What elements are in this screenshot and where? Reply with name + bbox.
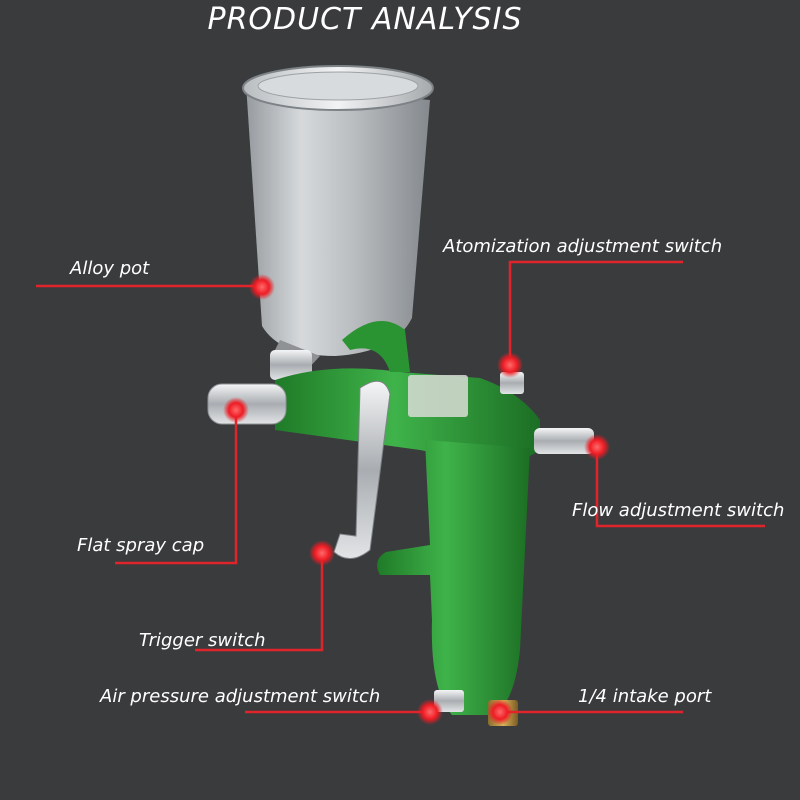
callout-dot-alloy-pot xyxy=(249,274,275,300)
callout-label-air-pressure: Air pressure adjustment switch xyxy=(100,686,381,707)
callout-label-flow: Flow adjustment switch xyxy=(572,500,785,521)
callout-label-atomization: Atomization adjustment switch xyxy=(443,236,723,257)
gun-body-illustration xyxy=(275,321,540,715)
callout-label-alloy-pot: Alloy pot xyxy=(70,258,150,279)
callout-line-trigger xyxy=(195,553,324,652)
callout-dot-trigger xyxy=(309,540,335,566)
callout-dot-flat-spray-cap xyxy=(223,397,249,423)
callout-label-trigger: Trigger switch xyxy=(139,630,266,651)
callout-line-flat-spray-cap xyxy=(115,410,238,565)
callout-label-intake: 1/4 intake port xyxy=(578,686,712,707)
callout-dot-flow xyxy=(584,434,610,460)
callout-dot-air-pressure xyxy=(417,699,443,725)
callout-dot-intake xyxy=(487,699,513,725)
alloy-pot-illustration xyxy=(242,65,434,380)
callout-dot-atomization xyxy=(497,352,523,378)
callout-line-atomization xyxy=(508,260,683,365)
callout-line-flow xyxy=(595,447,765,528)
callout-label-flat-spray-cap: Flat spray cap xyxy=(77,535,205,556)
page-title: PRODUCT ANALYSIS xyxy=(207,2,523,37)
